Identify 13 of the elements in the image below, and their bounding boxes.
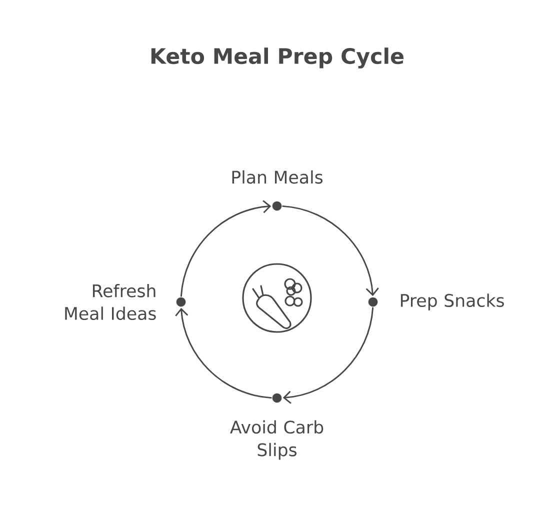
- dot: [176, 297, 186, 307]
- step-label: Plan Meals: [232, 170, 323, 184]
- step-label: Avoid Carb Slips: [230, 420, 324, 460]
- title: Keto Meal Prep Cycle: [151, 48, 404, 68]
- arrow: [180, 200, 272, 297]
- step-label: Refresh Meal Ideas: [65, 284, 156, 320]
- arrow: [282, 307, 374, 404]
- dot: [272, 201, 282, 211]
- arrow: [282, 205, 379, 296]
- step-label: Prep Snacks: [400, 294, 504, 310]
- dot: [272, 393, 282, 403]
- arrow: [175, 308, 272, 399]
- dot: [368, 297, 378, 307]
